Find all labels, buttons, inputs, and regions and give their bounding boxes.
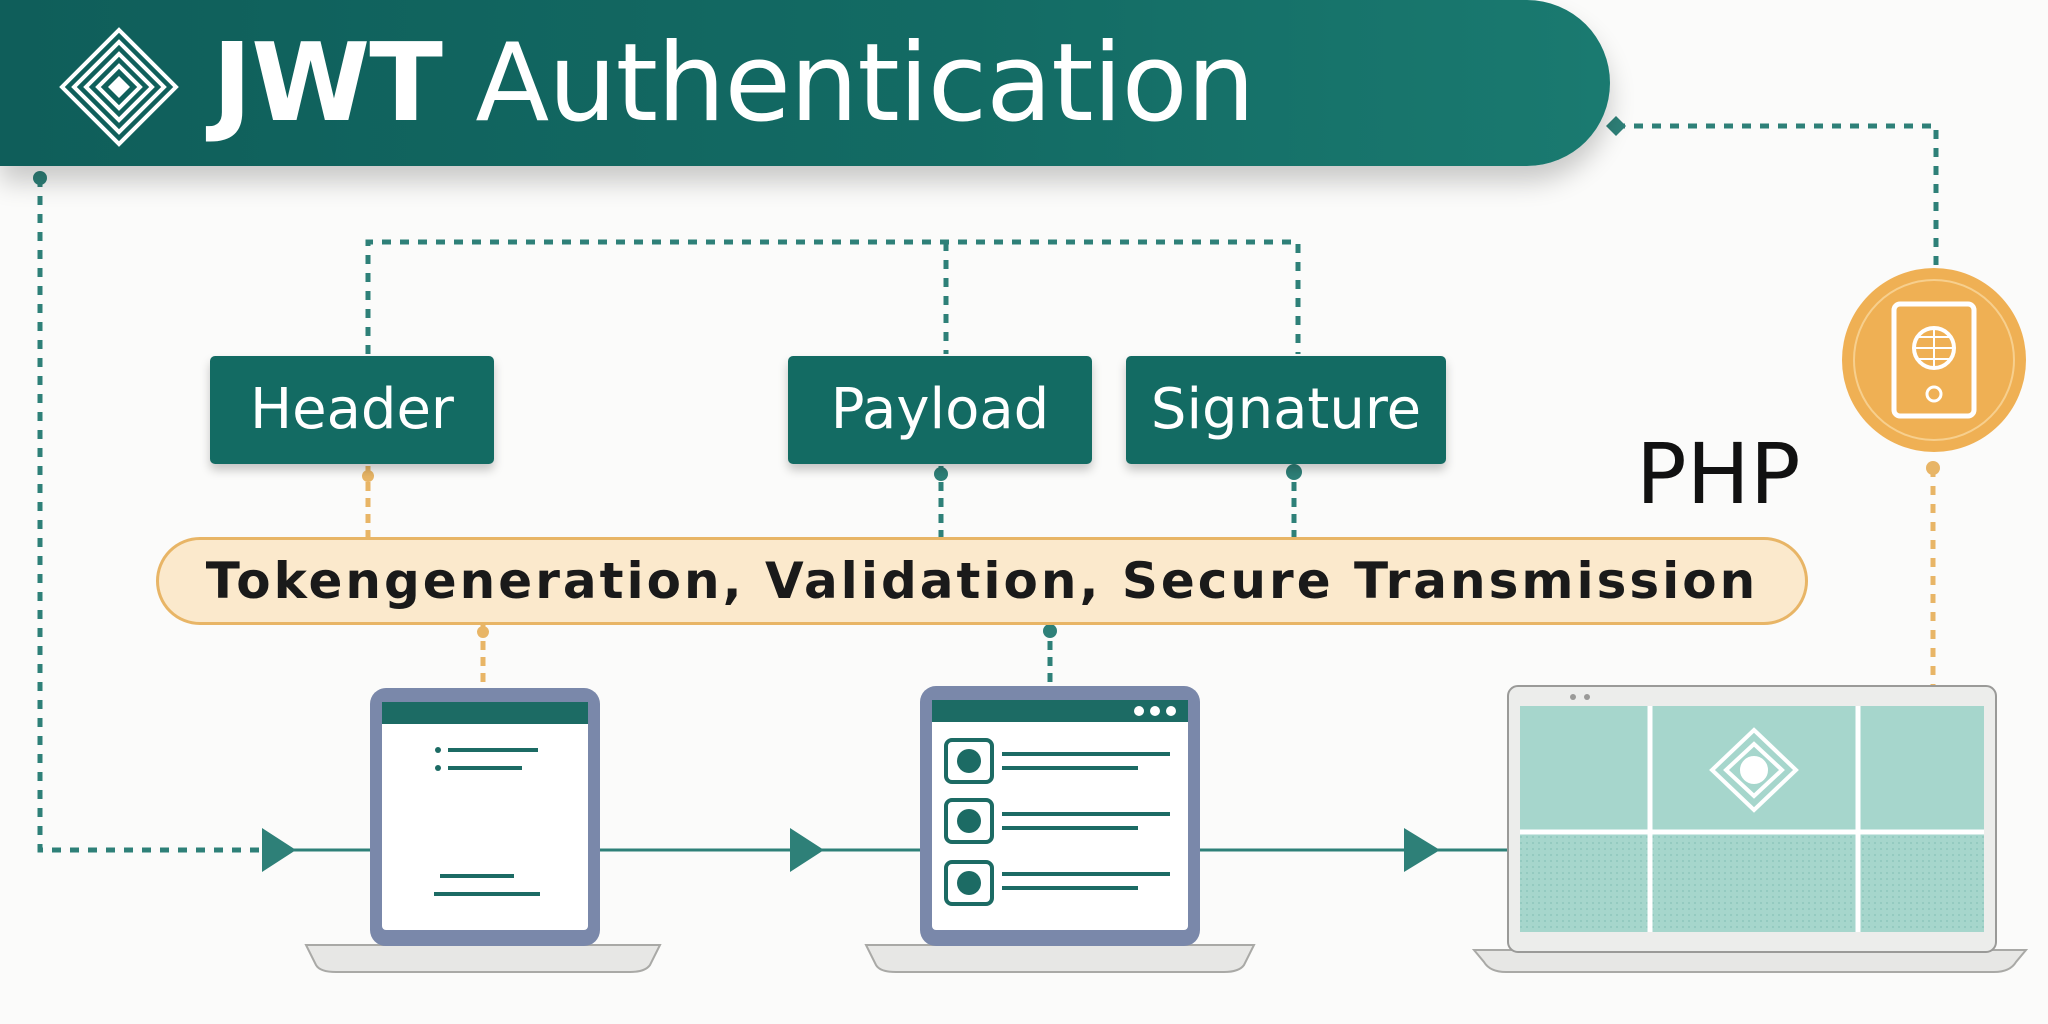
document-seal-icon bbox=[1891, 301, 1977, 419]
device1-titlebar bbox=[382, 702, 588, 724]
checklist-line bbox=[1002, 826, 1138, 830]
badge-connector-dot bbox=[1926, 461, 1940, 475]
device1-base bbox=[304, 944, 662, 973]
header-connector-dot bbox=[362, 470, 374, 482]
device1-text-line bbox=[434, 892, 540, 896]
left-loop-dot bbox=[33, 171, 47, 185]
device2-titlebar bbox=[932, 700, 1188, 722]
flow-arrow-2 bbox=[790, 828, 824, 872]
checklist-row bbox=[944, 860, 1170, 906]
checklist-row bbox=[944, 798, 1170, 844]
nested-diamond-logo-icon bbox=[59, 27, 179, 147]
check-seal-icon bbox=[957, 749, 981, 773]
checklist-row bbox=[944, 738, 1170, 784]
checklist-line bbox=[1002, 886, 1138, 890]
payload-connector-dot bbox=[934, 467, 948, 481]
banner-connector-diamond bbox=[1606, 116, 1626, 136]
device-2 bbox=[864, 686, 1256, 973]
header-tag: Header bbox=[210, 356, 494, 464]
badge-ring bbox=[1853, 279, 2015, 441]
device1-bullet-icon bbox=[435, 765, 441, 771]
checklist-line bbox=[1002, 872, 1170, 876]
payload-tag: Payload bbox=[788, 356, 1092, 464]
flow-arrow-3 bbox=[1404, 828, 1440, 872]
checklist-line bbox=[1002, 812, 1170, 816]
connectors bbox=[33, 116, 1940, 872]
left-loop-connector bbox=[37, 178, 262, 853]
page-title: JWT Authentication bbox=[212, 14, 1255, 154]
token-badge bbox=[1842, 268, 2026, 452]
seal-stamp-icon bbox=[1925, 385, 1943, 403]
title-rest: Authentication bbox=[475, 21, 1255, 146]
platform-label: PHP bbox=[1636, 425, 1801, 523]
dashboard-logo-icon bbox=[1709, 727, 1799, 813]
device3-base bbox=[1471, 949, 2029, 973]
signature-connector-dot bbox=[1286, 464, 1302, 480]
device1-text-line bbox=[448, 748, 538, 752]
signature-tag: Signature bbox=[1126, 356, 1446, 464]
window-dot-icon bbox=[1166, 706, 1176, 716]
banner-to-badge-connector bbox=[1616, 123, 1939, 268]
device1-screen bbox=[382, 702, 588, 930]
device1-text-line bbox=[448, 766, 522, 770]
window-dot-icon bbox=[1134, 706, 1144, 716]
device2-base bbox=[864, 944, 1256, 973]
window-dot-icon bbox=[1150, 706, 1160, 716]
check-seal-icon bbox=[957, 871, 981, 895]
checklist-line bbox=[1002, 766, 1138, 770]
device-1 bbox=[304, 688, 662, 973]
device1-connector-dot bbox=[477, 626, 489, 638]
device-3 bbox=[1471, 685, 2029, 973]
seal-globe-lines bbox=[1914, 328, 1954, 368]
device1-bullet-icon bbox=[435, 747, 441, 753]
title-strong: JWT bbox=[212, 21, 443, 146]
check-seal-icon bbox=[957, 809, 981, 833]
tags-bracket-connector bbox=[365, 239, 1301, 354]
process-bar: Tokengeneration, Validation, Secure Tran… bbox=[156, 537, 1808, 625]
title-banner: JWT Authentication bbox=[0, 0, 1610, 166]
checklist-line bbox=[1002, 752, 1170, 756]
device1-text-line bbox=[440, 874, 514, 878]
flow-arrow-1 bbox=[262, 828, 296, 872]
device2-connector-dot bbox=[1043, 624, 1057, 638]
webcam-icon bbox=[1570, 694, 1576, 700]
webcam-icon bbox=[1584, 694, 1590, 700]
dashboard-grid bbox=[1520, 706, 1984, 932]
device3-screen-texture bbox=[1520, 836, 1984, 932]
